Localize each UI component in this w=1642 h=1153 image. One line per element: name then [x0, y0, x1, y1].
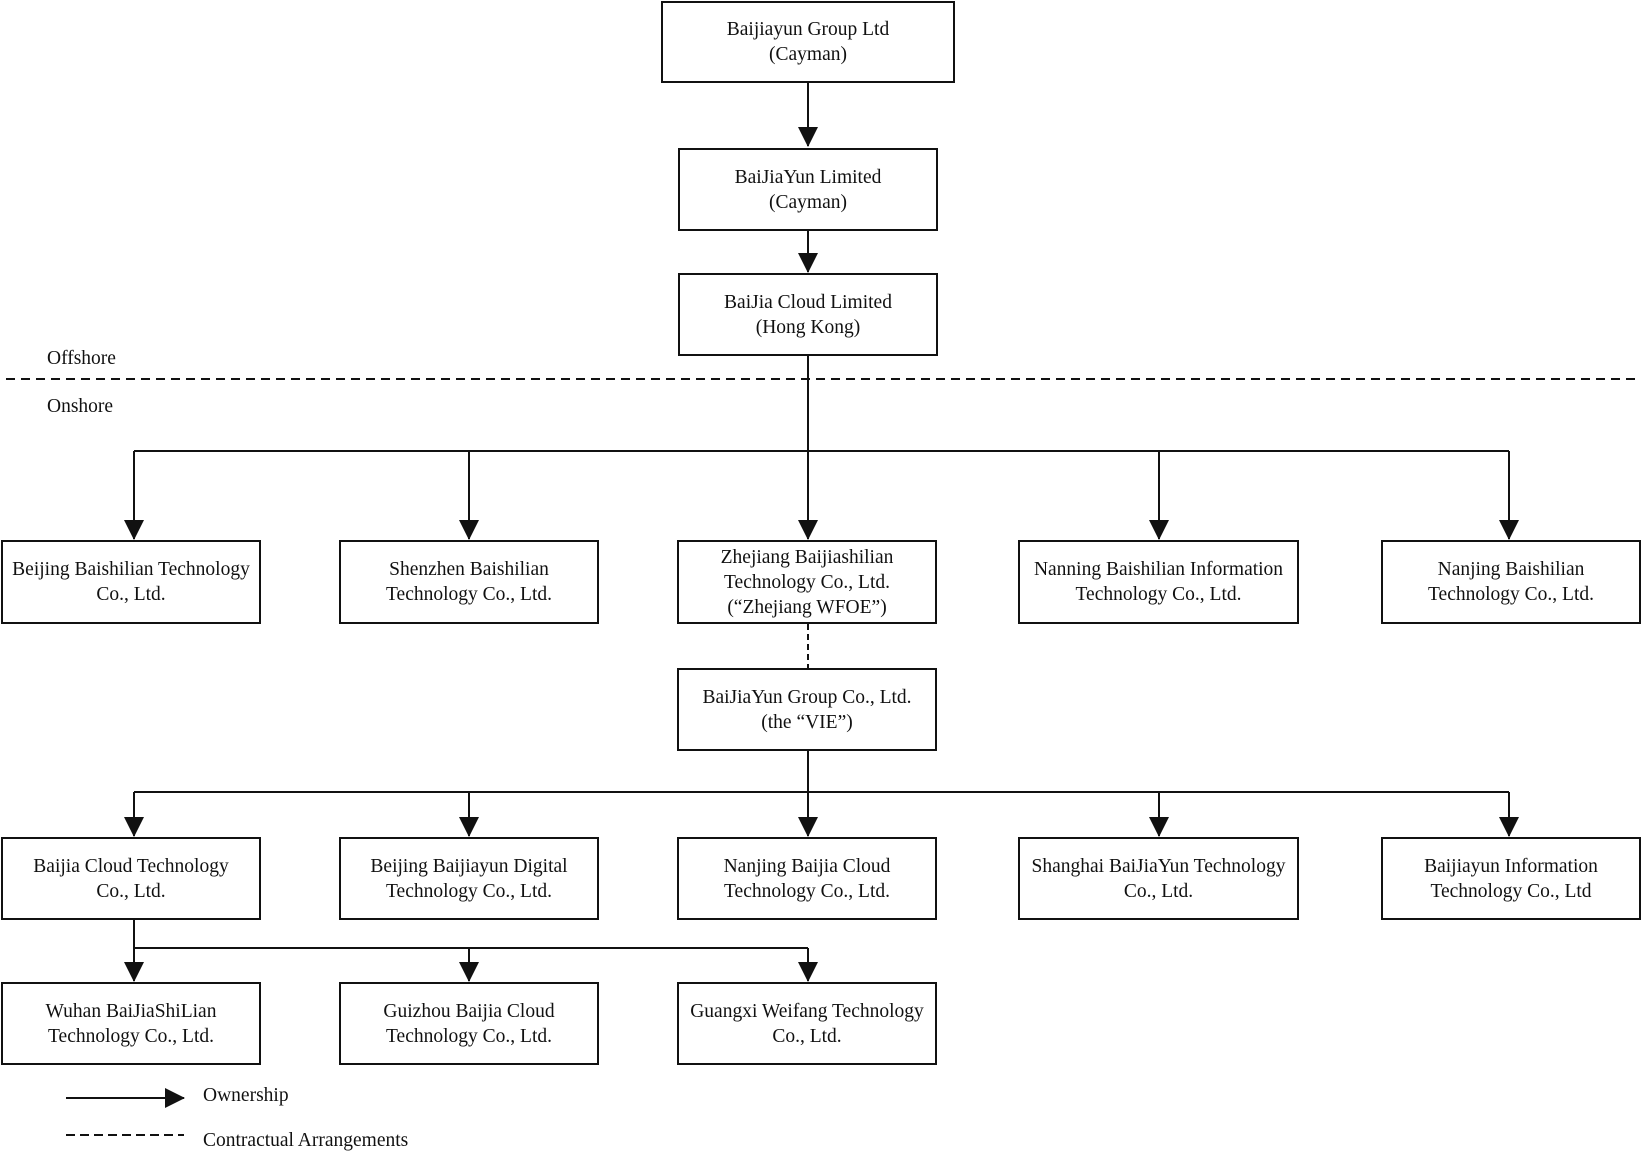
node-line: Technology Co., Ltd. [724, 880, 890, 902]
node-shanghai-baijiayun: Shanghai BaiJiaYun Technology Co., Ltd. [1018, 837, 1299, 920]
node-line: Nanjing Baishilian [1437, 559, 1585, 580]
node-line: Baijiayun Group Ltd [726, 19, 890, 40]
node-line: Nanning Baishilian Information [1033, 559, 1284, 580]
node-shenzhen-baishilian: Shenzhen Baishilian Technology Co., Ltd. [339, 540, 599, 624]
node-line: BaiJia Cloud Limited [724, 291, 892, 313]
offshore-label: Offshore [47, 348, 116, 369]
node-line: Co., Ltd. [96, 880, 166, 902]
node-line: Guangxi Weifang Technology [690, 1000, 924, 1022]
node-guizhou-baijia-cloud: Guizhou Baijia Cloud Technology Co., Ltd… [339, 982, 599, 1065]
node-line: Zhejiang Baijiashilian [720, 546, 894, 568]
node-line: Shanghai BaiJiaYun Technology [1031, 855, 1286, 877]
node-wuhan-baijiashilian: Wuhan BaiJiaShiLian Technology Co., Ltd. [1, 982, 261, 1065]
node-nanjing-baishilian: Nanjing Baishilian Technology Co., Ltd. [1381, 540, 1641, 624]
node-zhejiang-wfoe: Zhejiang Baijiashilian Technology Co., L… [677, 540, 937, 624]
node-baijia-cloud-hk: BaiJia Cloud Limited (Hong Kong) [678, 273, 938, 356]
node-line: (the “VIE”) [761, 711, 853, 733]
node-line: Baijiayun Information [1424, 855, 1598, 877]
node-beijing-baishilian: Beijing Baishilian Technology Co., Ltd. [1, 540, 261, 624]
node-line: Co., Ltd. [772, 1025, 842, 1047]
node-line: Nanjing Baijia Cloud [723, 855, 891, 877]
node-vie: BaiJiaYun Group Co., Ltd. (the “VIE”) [677, 668, 937, 751]
node-line: Technology Co., Ltd. [386, 584, 552, 605]
node-line: Technology Co., Ltd [1430, 880, 1592, 902]
node-baijiayun-information: Baijiayun Information Technology Co., Lt… [1381, 837, 1641, 920]
node-line: BaiJiaYun Group Co., Ltd. [702, 686, 912, 708]
node-line: Technology Co., Ltd. [724, 571, 890, 593]
node-line: Technology Co., Ltd. [48, 1025, 214, 1047]
node-nanjing-baijia-cloud: Nanjing Baijia Cloud Technology Co., Ltd… [677, 837, 937, 920]
node-line: Wuhan BaiJiaShiLian [45, 1000, 217, 1022]
node-baijiayun-group-ltd: Baijiayun Group Ltd (Cayman) [661, 1, 955, 83]
node-guangxi-weifang: Guangxi Weifang Technology Co., Ltd. [677, 982, 937, 1065]
node-line: (Cayman) [769, 191, 847, 213]
node-line: Beijing Baishilian Technology [12, 559, 250, 580]
node-line: Baijia Cloud Technology [33, 855, 229, 877]
node-baijia-cloud-technology: Baijia Cloud Technology Co., Ltd. [1, 837, 261, 920]
node-line: Technology Co., Ltd. [1075, 584, 1242, 605]
node-line: Technology Co., Ltd. [386, 1025, 552, 1047]
node-line: Guizhou Baijia Cloud [383, 1000, 555, 1022]
node-line: (“Zhejiang WFOE”) [727, 596, 887, 618]
node-line: Co., Ltd. [1123, 880, 1194, 902]
legend-contractual-label: Contractual Arrangements [203, 1130, 409, 1151]
node-line: Beijing Baijiayun Digital [370, 855, 568, 877]
node-line: Technology Co., Ltd. [1428, 584, 1594, 605]
legend-ownership-label: Ownership [203, 1085, 289, 1106]
node-line: Shenzhen Baishilian [389, 559, 549, 580]
node-line: Technology Co., Ltd. [386, 880, 552, 902]
node-line: Co., Ltd. [96, 584, 166, 605]
node-baijiayun-limited: BaiJiaYun Limited (Cayman) [678, 148, 938, 231]
node-line: (Hong Kong) [755, 316, 861, 338]
node-nanning-baishilian: Nanning Baishilian Information Technolog… [1018, 540, 1299, 624]
onshore-label: Onshore [47, 396, 114, 417]
node-line: (Cayman) [769, 44, 847, 65]
node-line: BaiJiaYun Limited [734, 166, 882, 188]
node-beijing-baijiayun-digital: Beijing Baijiayun Digital Technology Co.… [339, 837, 599, 920]
